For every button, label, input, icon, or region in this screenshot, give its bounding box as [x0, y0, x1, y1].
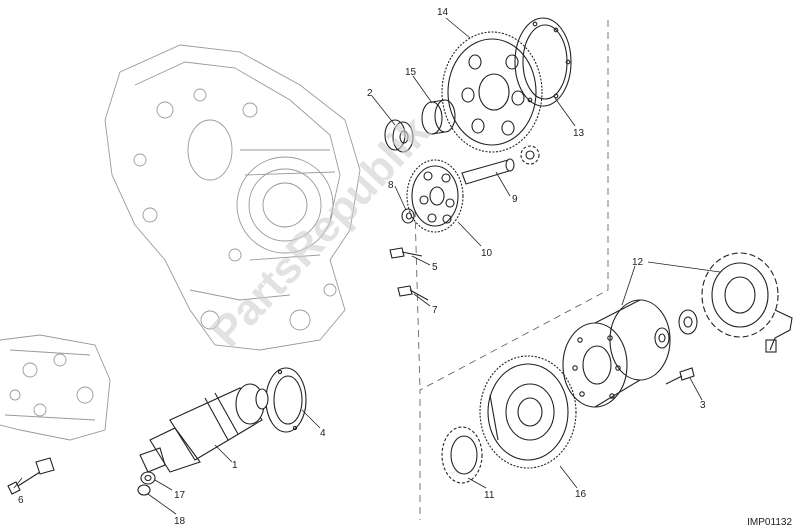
assembly-guide-lines — [414, 20, 609, 520]
crankcase-outline — [104, 44, 361, 351]
leader-lines — [13, 17, 721, 515]
stator-part-12 — [701, 252, 793, 353]
bolt-part-3 — [665, 367, 695, 385]
washers-near-stator — [654, 309, 698, 349]
sprag-clutch-part-11 — [441, 426, 483, 484]
callout-7: 7 — [432, 305, 438, 316]
callout-16: 16 — [575, 489, 587, 500]
callout-labels: 1 2 3 4 5 6 7 8 9 10 11 12 13 14 15 16 1… — [18, 7, 706, 527]
callout-12: 12 — [632, 257, 644, 268]
washer-part-8 — [401, 208, 415, 224]
shaft-part-9 — [461, 158, 515, 185]
bolt-part-5 — [389, 247, 423, 259]
bolt-part-7 — [397, 285, 429, 301]
callout-14: 14 — [437, 7, 449, 18]
secondary-case-outline — [0, 334, 111, 441]
starter-motor-part-1 — [139, 383, 269, 473]
flywheel-rotor — [562, 299, 671, 408]
callout-11: 11 — [484, 490, 495, 501]
callout-1: 1 — [232, 460, 238, 471]
callout-13: 13 — [573, 128, 585, 139]
callout-2: 2 — [367, 88, 373, 99]
callout-15: 15 — [405, 67, 417, 78]
callout-8: 8 — [388, 180, 394, 191]
callout-4: 4 — [320, 428, 326, 439]
gear-symbol-icon — [520, 145, 540, 165]
callout-6: 6 — [18, 495, 24, 506]
bushing-part-15 — [421, 99, 456, 135]
callout-3: 3 — [700, 400, 706, 411]
ring-gear-part-14 — [441, 31, 543, 153]
callout-5: 5 — [432, 262, 438, 273]
gasket-part-4 — [265, 367, 307, 433]
gasket-part-13 — [514, 17, 572, 107]
callout-9: 9 — [512, 194, 518, 205]
callout-18: 18 — [174, 516, 186, 527]
starter-clutch-part-16 — [479, 355, 577, 469]
nut-part-17 — [140, 471, 156, 485]
bolt-part-6 — [7, 457, 55, 495]
idler-gear-part-10 — [406, 159, 464, 233]
watermark: PartsRepublik — [201, 107, 439, 357]
callout-17: 17 — [174, 490, 186, 501]
washer-part-18 — [137, 484, 151, 496]
spacer-part-2 — [384, 119, 414, 153]
diagram-reference-code: IMP01132 — [747, 517, 792, 528]
callout-10: 10 — [481, 248, 493, 259]
